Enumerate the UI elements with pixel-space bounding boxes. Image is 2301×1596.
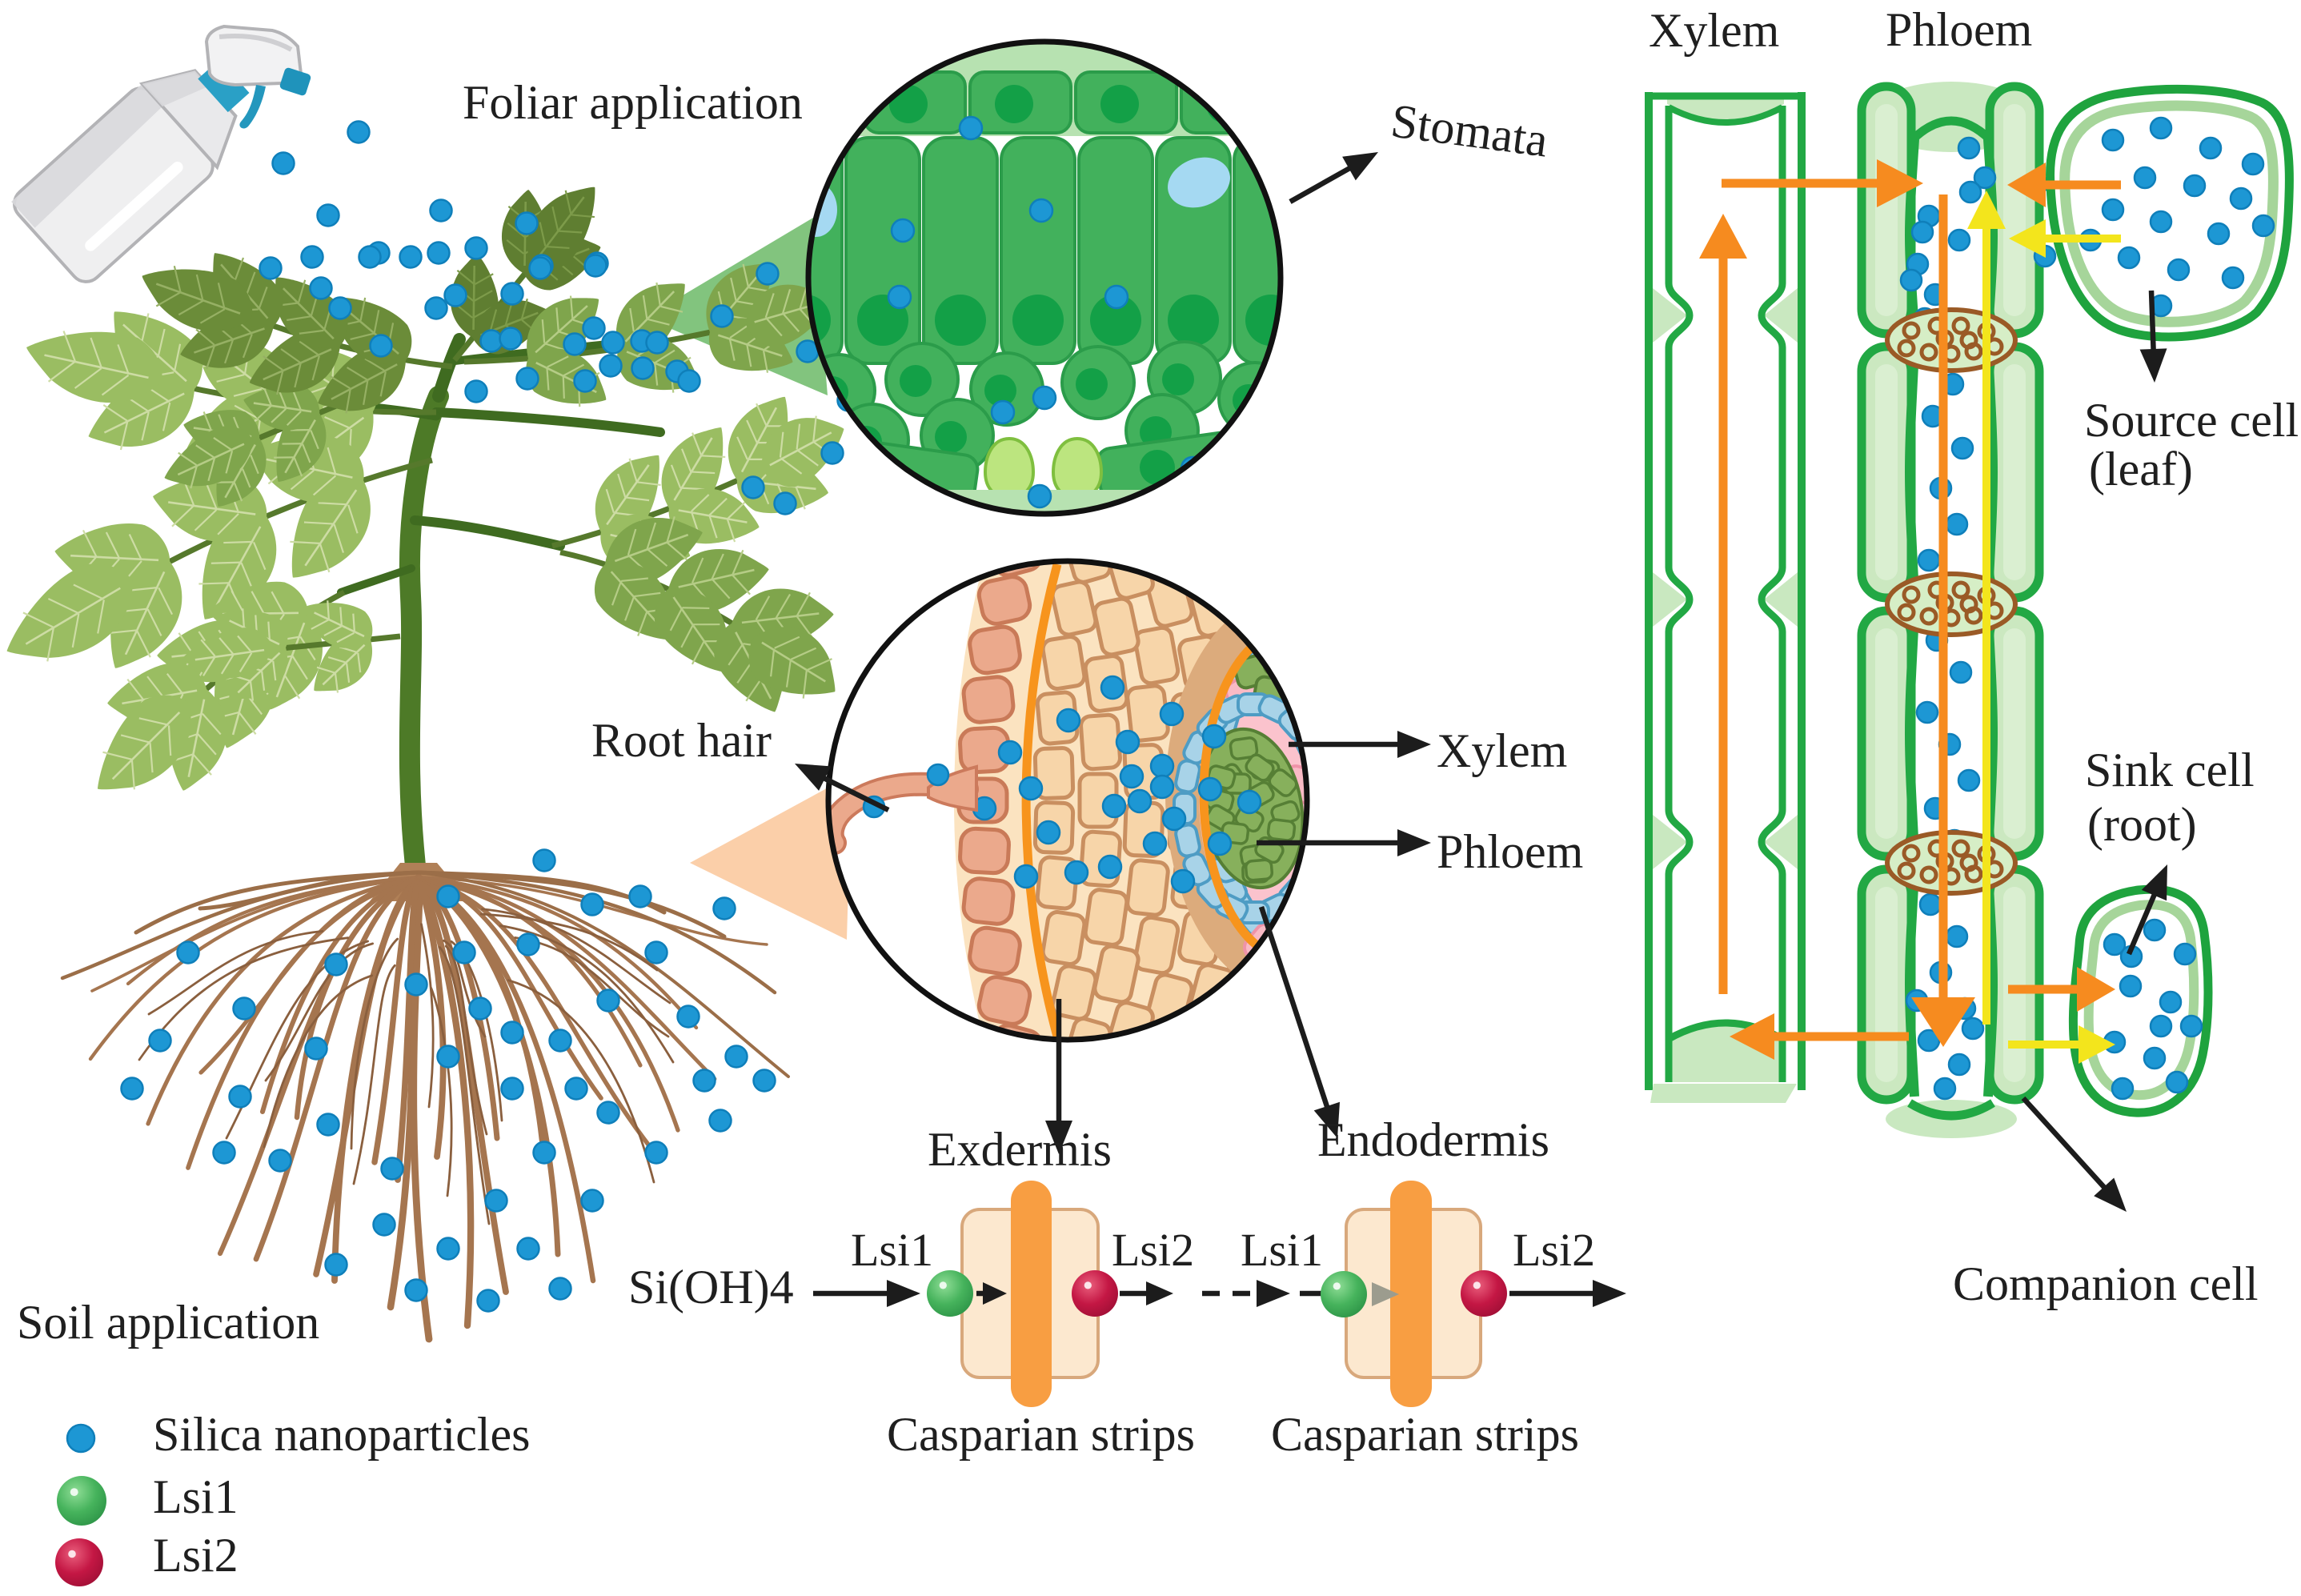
svg-text:(leaf): (leaf) (2089, 443, 2193, 495)
svg-text:(root): (root) (2087, 798, 2197, 851)
svg-text:Source cell: Source cell (2084, 394, 2299, 447)
svg-text:Companion cell: Companion cell (1953, 1257, 2259, 1310)
svg-text:Lsi2: Lsi2 (1112, 1224, 1194, 1276)
svg-text:Casparian strips: Casparian strips (887, 1408, 1195, 1461)
svg-text:Lsi2: Lsi2 (1513, 1224, 1595, 1276)
svg-text:Exdermis: Exdermis (928, 1123, 1112, 1176)
svg-text:Lsi1: Lsi1 (1241, 1224, 1323, 1276)
svg-text:Si(OH)4: Si(OH)4 (628, 1261, 794, 1313)
svg-text:Foliar application: Foliar application (463, 76, 803, 129)
svg-text:Lsi1: Lsi1 (153, 1470, 239, 1523)
svg-text:Soil application: Soil application (17, 1296, 319, 1349)
svg-text:Root hair: Root hair (591, 714, 772, 767)
svg-text:Silica nanoparticles: Silica nanoparticles (153, 1408, 531, 1461)
svg-text:Phloem: Phloem (1437, 825, 1583, 878)
svg-text:Xylem: Xylem (1649, 4, 1779, 57)
svg-text:Sink cell: Sink cell (2085, 744, 2255, 796)
svg-text:Lsi2: Lsi2 (153, 1529, 239, 1582)
svg-text:Endodermis: Endodermis (1317, 1113, 1549, 1166)
svg-text:Phloem: Phloem (1886, 3, 2032, 56)
svg-text:Xylem: Xylem (1437, 724, 1567, 777)
svg-text:Casparian strips: Casparian strips (1271, 1408, 1579, 1461)
svg-text:Lsi1: Lsi1 (851, 1224, 933, 1276)
